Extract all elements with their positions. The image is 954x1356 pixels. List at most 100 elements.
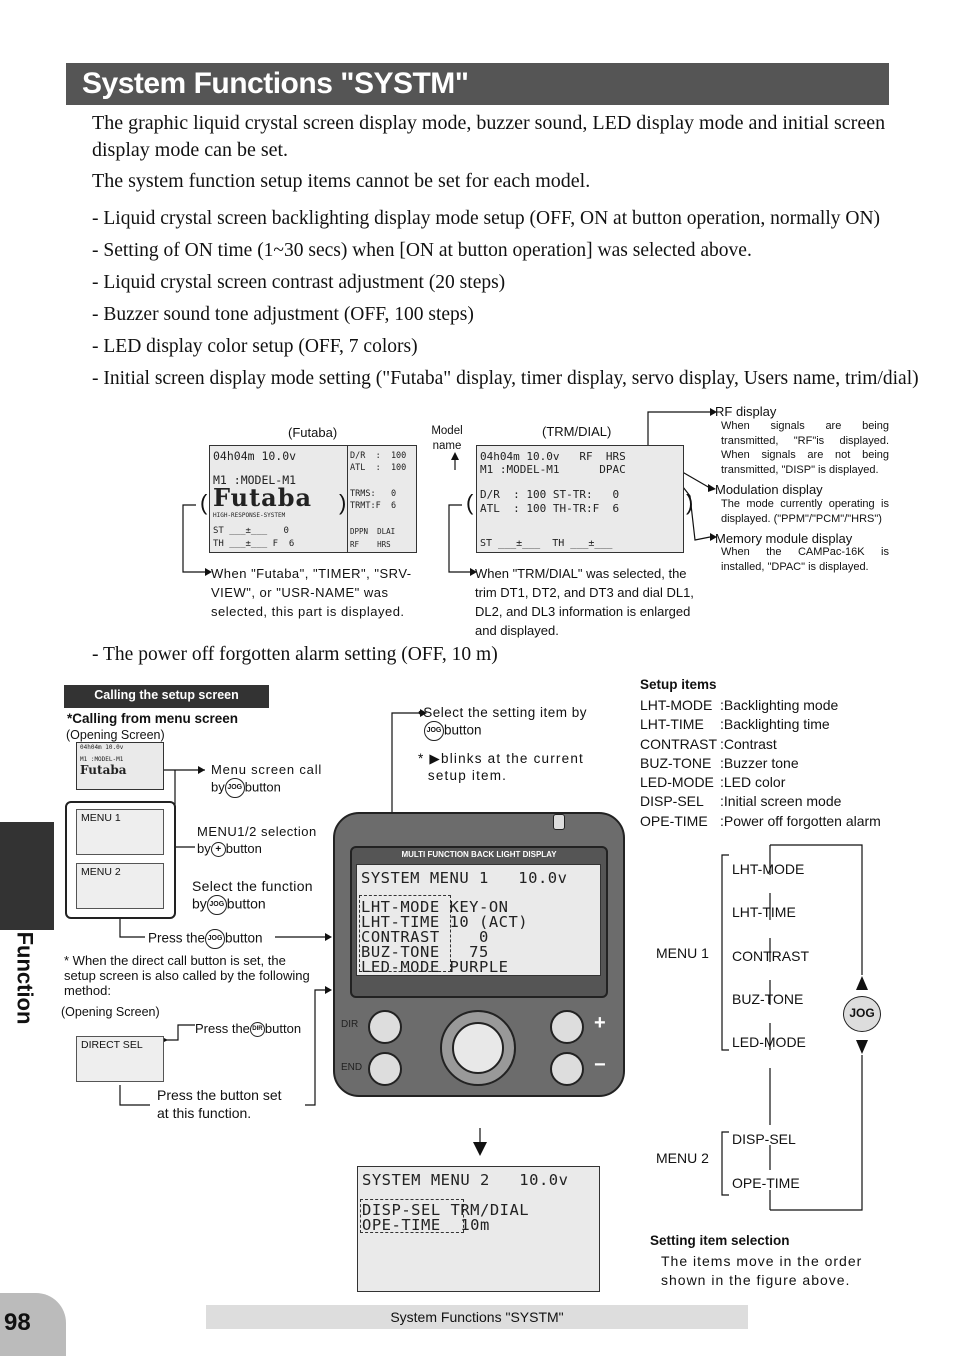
jog-icon: JOG — [224, 778, 245, 798]
lcd-line: M1 :MODEL-M1 DPAC — [480, 463, 626, 476]
bullet-1: - Liquid crystal screen backlighting dis… — [92, 208, 881, 229]
dir-button[interactable] — [368, 1010, 402, 1044]
lcd-line: TRMT:F 6 — [350, 501, 397, 511]
setup-item: BUZ-TONE:Buzzer tone — [640, 754, 799, 771]
lcd-line: D/R : 100 — [350, 451, 407, 461]
bullet-6: - Initial screen display mode setting ("… — [92, 368, 919, 389]
end-label: END — [341, 1062, 363, 1073]
jog-icon: JOG — [206, 895, 227, 915]
rf-display-desc: When signals are being transmitted, "RF"… — [721, 420, 889, 476]
side-tab-block — [0, 822, 54, 930]
paren-left: ( — [200, 490, 208, 515]
intro-paragraph-1: The graphic liquid crystal screen displa… — [92, 112, 886, 161]
minus-button[interactable] — [550, 1052, 584, 1086]
setup-item: CONTRAST:Contrast — [640, 735, 777, 752]
jog-icon: JOG — [843, 996, 881, 1032]
menu-order-item: OPE-TIME — [732, 1175, 800, 1191]
system-menu1-screen: SYSTEM MENU 1 10.0v LHT-MODE KEY-ON LHT-… — [356, 864, 601, 976]
mini-opening-screen: 04h04m 10.0v M1 :MODEL-M1 Futaba — [76, 742, 164, 790]
setting-item-selection-title: Setting item selection — [650, 1233, 790, 1248]
trm-note: When "TRM/DIAL" was selected, the trim D… — [475, 566, 694, 638]
menu-selection-text: MENU1/2 selection — [197, 824, 317, 839]
menu-selection-by: by+button — [197, 841, 262, 858]
lcd-line: ST ___±___ TH ___±___ — [480, 538, 613, 549]
mini-lcd-text: M1 :MODEL-M1 — [80, 756, 124, 763]
blinks-note: * ▶blinks at the current setup item. — [418, 751, 584, 783]
futaba-label: (Futaba) — [288, 425, 338, 440]
jog-dial-center[interactable] — [452, 1022, 504, 1074]
calling-from-menu: *Calling from menu screen — [67, 711, 239, 726]
setup-item: LED-MODE:LED color — [640, 774, 786, 791]
setup-item: LHT-TIME:Backlighting time — [640, 716, 830, 733]
dir-button-icon: DIR — [249, 1022, 265, 1038]
menu2-label: MENU 2 — [656, 1150, 709, 1166]
lcd-item[interactable]: BUZ-TONE 75 — [361, 943, 489, 961]
model-name-label: Model name — [431, 425, 463, 452]
lcd-line: TH ___±___ F 6 — [213, 539, 295, 549]
calling-header: Calling the setup screen — [64, 685, 269, 708]
paren-right: ) — [686, 490, 694, 515]
setup-item: OPE-TIME:Power off forgotten alarm — [640, 812, 881, 829]
direct-sel-screen: DIRECT SEL — [76, 1036, 164, 1082]
lcd-line: M1 :MODEL-M1 — [213, 473, 297, 487]
minus-label: − — [594, 1054, 606, 1076]
page-number: 98 — [0, 1293, 66, 1356]
mini-futaba-logo: Futaba — [80, 763, 127, 777]
menu-order-item: LED-MODE — [732, 1034, 806, 1050]
setup-item: DISP-SEL:Initial screen mode — [640, 793, 842, 810]
lcd-item[interactable]: LED-MODE PURPLE — [361, 958, 509, 976]
jog-icon: JOG — [205, 929, 226, 949]
lcd-line: RF HRS — [350, 540, 391, 549]
trm-label: (TRM/DIAL) — [542, 424, 612, 439]
menu2-screen: MENU 2 — [76, 863, 164, 909]
plus-label: + — [594, 1012, 606, 1034]
setup-item: LHT-MODE:Backlighting mode — [640, 697, 839, 713]
bullet-4: - Buzzer sound tone adjustment (OFF, 100… — [92, 304, 474, 325]
device-led-icon — [553, 814, 565, 830]
futaba-lcd-screen: 04h04m 10.0v M1 :MODEL-M1 Futaba HIGH-RE… — [209, 445, 417, 553]
lcd-item[interactable]: LHT-TIME 10 (ACT) — [361, 913, 529, 931]
lcd-line: 04h04m 10.0v RF HRS — [480, 450, 626, 463]
setting-item-selection-desc: The items move in the order shown in the… — [661, 1253, 863, 1288]
end-button[interactable] — [368, 1052, 402, 1086]
lcd-item[interactable]: CONTRAST 0 — [361, 928, 489, 946]
bullet-5: - LED display color setup (OFF, 7 colors… — [92, 336, 418, 357]
intro-paragraph-2: The system function setup items cannot b… — [92, 170, 591, 192]
display-tabs-label: MULTI FUNCTION BACK LIGHT DISPLAY — [401, 850, 557, 859]
bullet-3: - Liquid crystal screen contrast adjustm… — [92, 272, 506, 293]
cursor-frame — [360, 1199, 464, 1233]
lcd-item[interactable]: LHT-MODE KEY-ON — [361, 898, 509, 916]
lcd-line: ATL : 100 TH-TR:F 6 — [480, 502, 620, 515]
mini-lcd-text: 04h04m 10.0v — [80, 744, 124, 751]
plus-button[interactable] — [550, 1010, 584, 1044]
lcd-line: TRMS: 0 — [350, 489, 397, 499]
futaba-note: When "Futaba", "TIMER", "SRV-VIEW", or "… — [211, 566, 412, 619]
lcd-title: SYSTEM MENU 1 10.0v — [361, 869, 568, 887]
lcd-item[interactable]: OPE-TIME 10m — [362, 1216, 490, 1234]
paren-left: ( — [466, 490, 474, 515]
menu-order-item: LHT-TIME — [732, 904, 796, 920]
setup-items-list: LHT-MODE:Backlighting mode LHT-TIME:Back… — [640, 696, 881, 831]
select-item-text: •Select the setting item by — [418, 705, 588, 720]
menu1-screen: MENU 1 — [76, 809, 164, 855]
select-function-text: Select the function — [192, 878, 313, 894]
trm-lcd-screen: 04h04m 10.0v RF HRS M1 :MODEL-M1 DPAC D/… — [476, 445, 684, 553]
menu-order-item: DISP-SEL — [732, 1131, 796, 1147]
setup-items-header: Setup items — [640, 677, 717, 692]
footer-title: System Functions "SYSTM" — [206, 1305, 748, 1329]
dir-label: DIR — [341, 1019, 359, 1030]
lcd-line: HIGH-RESPONSE-SYSTEM — [213, 512, 286, 519]
press-set-text: Press the button set at this function. — [157, 1087, 282, 1121]
modulation-display-desc: The mode currently operating is displaye… — [721, 498, 889, 525]
lcd-item[interactable]: DISP-SEL TRM/DIAL — [362, 1201, 530, 1219]
rf-display-title: RF display — [715, 404, 777, 419]
opening-screen-label: (Opening Screen) — [66, 728, 165, 742]
direct-call-note: * When the direct call button is set, th… — [64, 953, 310, 998]
menu-order-item: BUZ-TONE — [732, 991, 804, 1007]
modulation-display-title: Modulation display — [715, 482, 823, 497]
